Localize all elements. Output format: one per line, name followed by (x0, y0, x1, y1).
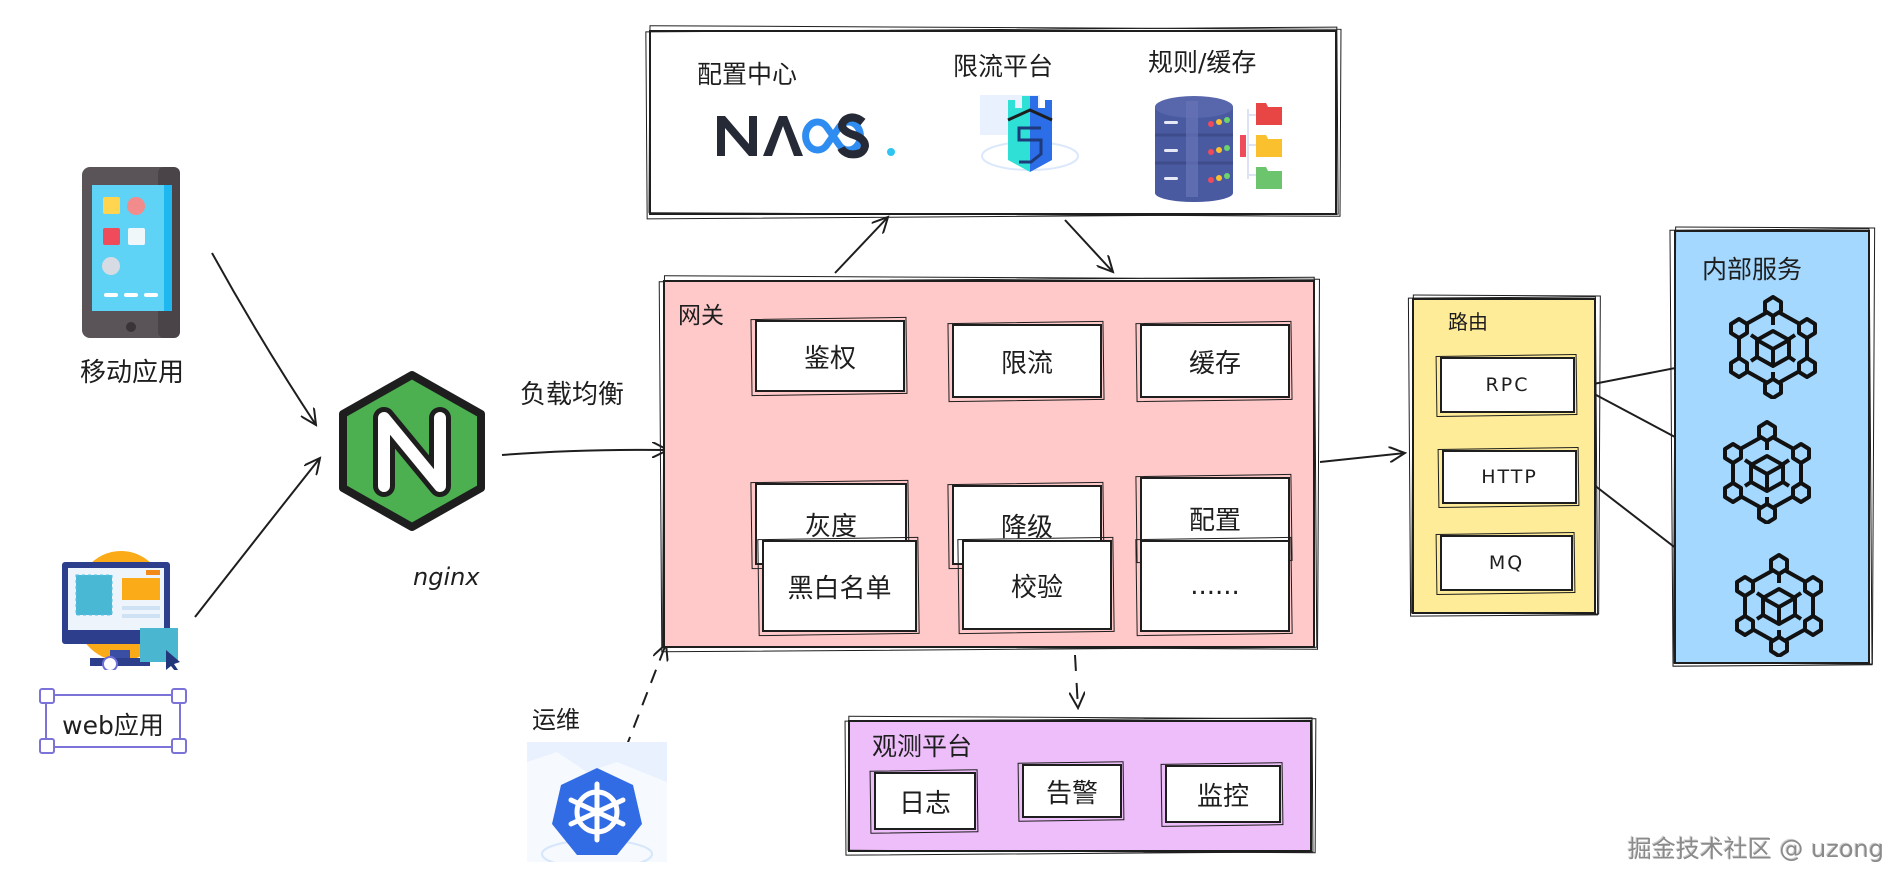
gateway-module-blackwhite-list[interactable]: 黑白名单 (762, 540, 917, 632)
internal-services-box (1674, 230, 1870, 664)
routing-title: 路由 (1448, 310, 1488, 334)
web-app-label: web应用 (62, 711, 164, 740)
mobile-app-client (80, 165, 182, 340)
nginx-logo-icon (339, 371, 485, 531)
nacos-logo (713, 110, 913, 160)
route-mq[interactable]: MQ (1440, 535, 1573, 591)
route-rpc[interactable]: RPC (1440, 357, 1575, 413)
resize-handle[interactable] (171, 738, 187, 754)
load-balance-label: 负载均衡 (520, 380, 625, 410)
arrow-gateway-to-observability (1075, 654, 1078, 708)
arrow-mobile-to-nginx (211, 252, 316, 425)
arrow-ops-to-gateway (624, 644, 666, 751)
gateway-module-validation[interactable]: 校验 (962, 540, 1112, 630)
mobile-phone-icon (82, 167, 180, 338)
observability-box (848, 720, 1312, 852)
arrow-nginx-to-gateway (501, 450, 668, 455)
internal-services-title: 内部服务 (1702, 255, 1803, 284)
service-node[interactable] (1719, 420, 1815, 525)
arrow-web-to-nginx (194, 458, 320, 618)
config-center-label: 配置中心 (697, 60, 798, 89)
ops-label: 运维 (532, 706, 580, 734)
gateway-module-auth[interactable]: 鉴权 (755, 320, 905, 392)
arrow-gateway-to-config (834, 217, 888, 274)
service-network-icon (1723, 420, 1811, 525)
observability-title: 观测平台 (872, 732, 973, 761)
service-node[interactable] (1725, 295, 1821, 400)
service-node[interactable] (1731, 553, 1827, 658)
service-network-icon (1735, 553, 1823, 658)
database-server-icon (1155, 96, 1282, 202)
gateway-module-cache[interactable]: 缓存 (1140, 324, 1290, 398)
resize-handle[interactable] (39, 688, 55, 704)
observability-logs[interactable]: 日志 (874, 772, 976, 830)
rules-cache-label: 规则/缓存 (1148, 48, 1257, 77)
nacos-logo-icon (717, 113, 895, 159)
resize-handle[interactable] (39, 738, 55, 754)
nginx-label: nginx (413, 563, 480, 591)
gateway-module-rate-limit[interactable]: 限流 (952, 324, 1102, 398)
sentinel-shield-icon (980, 95, 1079, 172)
gateway-title: 网关 (678, 303, 724, 329)
rate-limit-platform-label: 限流平台 (953, 52, 1054, 81)
routing-box (1412, 298, 1596, 614)
gateway-module-more[interactable]: ...... (1140, 540, 1290, 632)
web-app-client (58, 550, 183, 672)
web-app-label-box[interactable]: web应用 (39, 688, 187, 754)
web-monitor-icon (62, 551, 180, 672)
observability-monitoring[interactable]: 监控 (1165, 765, 1281, 823)
kubernetes-icon (527, 752, 667, 869)
kubernetes-graphic (527, 742, 667, 869)
database-server-graphic (1150, 95, 1285, 203)
nginx-node (338, 370, 486, 532)
mobile-app-label: 移动应用 (80, 358, 185, 388)
observability-alerts[interactable]: 告警 (1022, 764, 1122, 818)
watermark: 掘金技术社区 @ uzong (1627, 835, 1884, 863)
arrow-gateway-to-routing (1319, 453, 1405, 463)
arrow-config-to-gateway (1064, 219, 1113, 272)
sentinel-logo (975, 90, 1085, 180)
gateway-box (663, 280, 1315, 648)
route-http[interactable]: HTTP (1442, 450, 1577, 504)
service-network-icon (1729, 295, 1817, 400)
resize-handle[interactable] (171, 688, 187, 704)
